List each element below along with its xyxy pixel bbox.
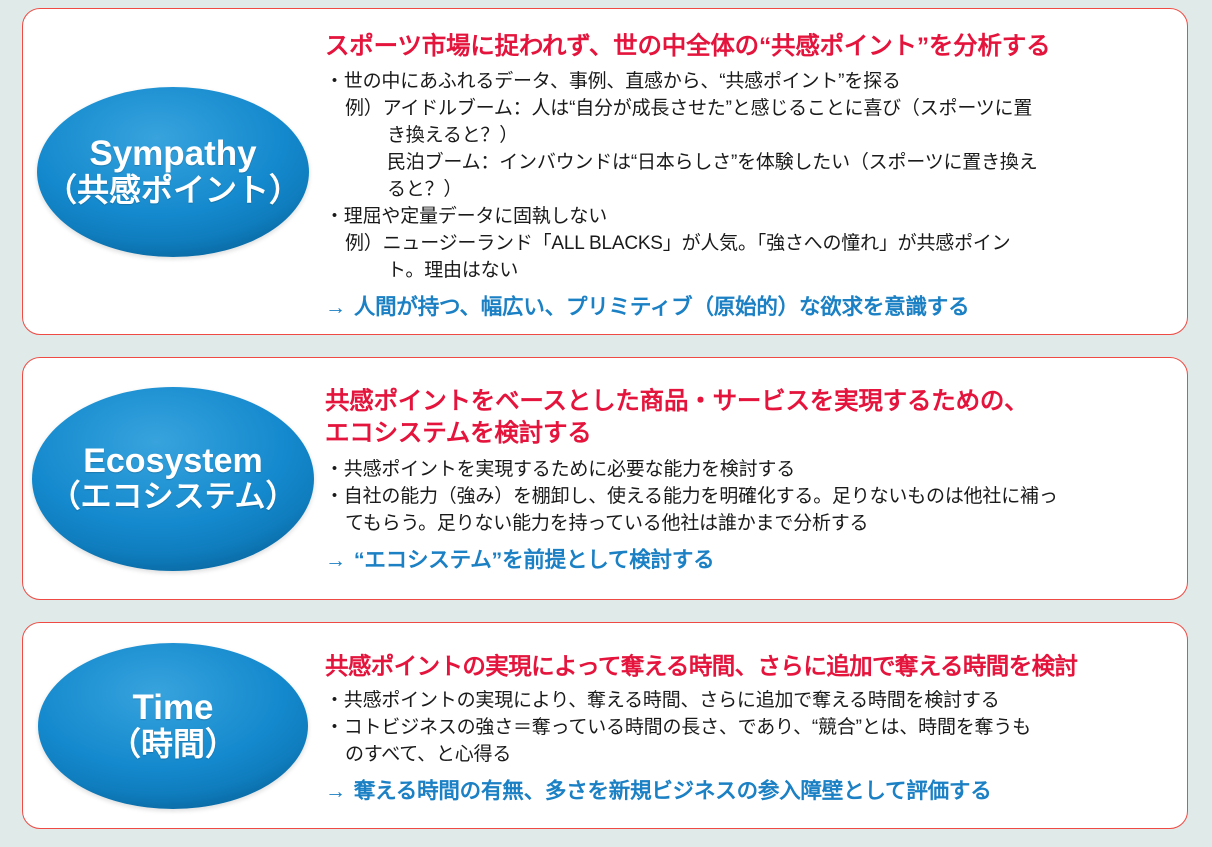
body-line: ト。理由はない	[387, 260, 519, 282]
card-time: Time （時間） 共感ポイントの実現によって奪える時間、さらに追加で奪える時間…	[22, 622, 1188, 829]
badge-column-ecosystem: Ecosystem （エコシステム）	[23, 358, 323, 599]
content-time: 共感ポイントの実現によって奪える時間、さらに追加で奪える時間を検討 ・共感ポイン…	[323, 651, 1187, 806]
badge-english-label: Sympathy	[89, 134, 257, 174]
ellipse-badge-sympathy: Sympathy （共感ポイント）	[37, 86, 309, 257]
card-conclusion: → 奪える時間の有無、多さを新規ビジネスの参入障壁として評価する	[325, 776, 1173, 806]
body-line: ・自社の能力（強み）を棚卸し、使える能力を明確化する。足りないものは他社に補っ	[325, 485, 1058, 507]
body-line: のすべて、と心得る	[345, 743, 512, 765]
card-conclusion: → “エコシステム”を前提として検討する	[325, 545, 1173, 575]
card-ecosystem: Ecosystem （エコシステム） 共感ポイントをベースとした商品・サービスを…	[22, 357, 1188, 600]
body-line: 民泊ブーム：インバウンドは“日本らしさ”を体験したい（スポーツに置き換え	[387, 152, 1038, 174]
badge-japanese-label: （時間）	[108, 725, 237, 762]
body-line: き換えると？）	[387, 125, 519, 147]
badge-column-time: Time （時間）	[23, 623, 323, 828]
arrow-right-icon: →	[325, 779, 346, 803]
badge-column-sympathy: Sympathy （共感ポイント）	[23, 9, 323, 334]
card-heading: 共感ポイントをベースとした商品・サービスを実現するための、 エコシステムを検討す…	[325, 388, 1029, 448]
card-heading: スポーツ市場に捉われず、世の中全体の“共感ポイント”を分析する	[325, 33, 1051, 60]
content-ecosystem: 共感ポイントをベースとした商品・サービスを実現するための、 エコシステムを検討す…	[323, 386, 1187, 575]
body-line: ると？）	[387, 179, 463, 201]
badge-english-label: Ecosystem	[83, 442, 263, 481]
arrow-right-icon: →	[325, 548, 346, 572]
ellipse-badge-ecosystem: Ecosystem （エコシステム）	[32, 386, 314, 571]
card-conclusion: → 人間が持つ、幅広い、プリミティブ（原始的）な欲求を意識する	[325, 292, 1173, 322]
body-line: ・世の中にあふれるデータ、事例、直感から、“共感ポイント”を探る	[325, 71, 901, 93]
conclusion-text: 奪える時間の有無、多さを新規ビジネスの参入障壁として評価する	[353, 778, 992, 803]
card-sympathy: Sympathy （共感ポイント） スポーツ市場に捉われず、世の中全体の“共感ポ…	[22, 8, 1188, 335]
badge-japanese-label: （共感ポイント）	[44, 171, 301, 208]
body-line: 例）アイドルブーム：人は“自分が成長させた”と感じることに喜び（スポーツに置	[345, 98, 1033, 120]
badge-japanese-label: （エコシステム）	[49, 478, 297, 514]
body-line: ・理屈や定量データに固執しない	[325, 206, 608, 228]
body-line: ・共感ポイントを実現するために必要な能力を検討する	[325, 458, 796, 480]
body-line: ・共感ポイントの実現により、奪える時間、さらに追加で奪える時間を検討する	[325, 690, 1000, 712]
body-line: てもらう。足りない能力を持っている他社は誰かまで分析する	[345, 512, 869, 534]
conclusion-text: “エコシステム”を前提として検討する	[353, 547, 715, 572]
conclusion-text: 人間が持つ、幅広い、プリミティブ（原始的）な欲求を意識する	[353, 295, 970, 320]
body-line: ・コトビジネスの強さ＝奪っている時間の長さ、であり、“競合”とは、時間を奪うも	[325, 716, 1031, 738]
badge-english-label: Time	[132, 688, 214, 728]
arrow-right-icon: →	[325, 296, 346, 320]
body-line: 例）ニュージーランド「ALL BLACKS」が人気。「強さへの憧れ」が共感ポイン	[345, 233, 1011, 255]
ellipse-badge-time: Time （時間）	[38, 642, 308, 809]
content-sympathy: スポーツ市場に捉われず、世の中全体の“共感ポイント”を分析する ・世の中にあふれ…	[323, 31, 1187, 322]
card-heading: 共感ポイントの実現によって奪える時間、さらに追加で奪える時間を検討	[325, 653, 1078, 679]
